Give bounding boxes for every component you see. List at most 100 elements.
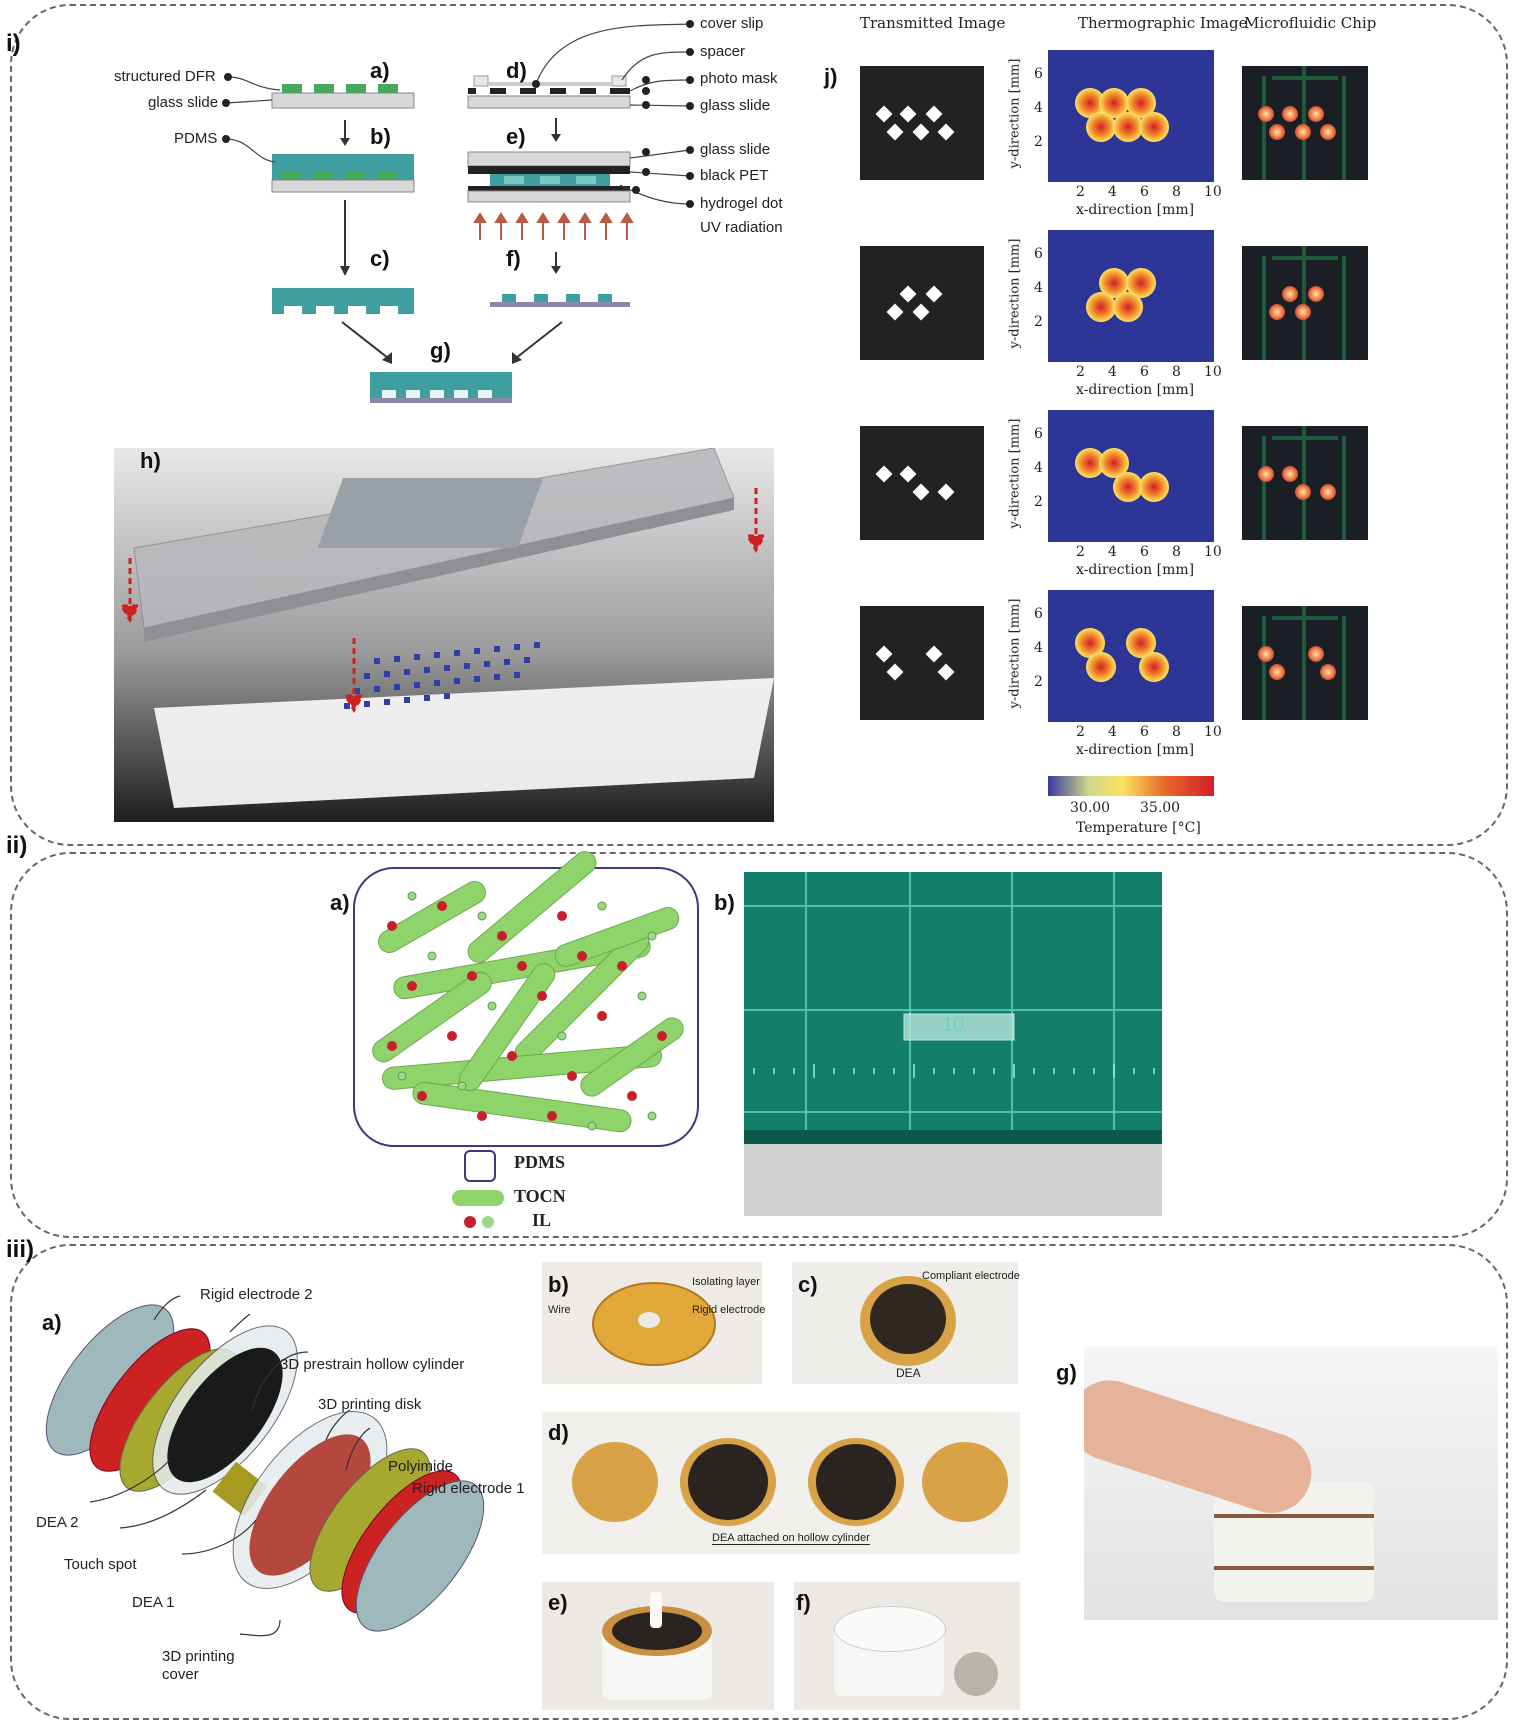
transmitted-spot: [937, 483, 955, 501]
callout-3d-printing: 3D printing: [162, 1648, 235, 1665]
y-tick-label: 4: [1034, 280, 1043, 296]
transmitted-spot: [925, 285, 943, 303]
x-tick-label: 6: [1140, 724, 1149, 740]
chip-hot-spot: [1258, 466, 1274, 482]
d-caption: DEA attached on hollow cylinder: [712, 1532, 870, 1545]
callout-spacer: spacer: [700, 43, 746, 60]
hot-spot: [1086, 292, 1117, 323]
chip-hot-spot: [1269, 124, 1286, 141]
callout-touch-spot: Touch spot: [64, 1556, 137, 1573]
x-axis-label: x-direction [mm]: [1076, 202, 1195, 218]
transmitted-spot: [937, 663, 955, 681]
x-axis-label: x-direction [mm]: [1076, 742, 1195, 758]
x-tick-label: 4: [1108, 544, 1117, 560]
col-header-transmitted: Transmitted Image: [860, 14, 1006, 32]
photo-e-assembly: [542, 1582, 774, 1710]
photo-d-dea-sequence: [542, 1412, 1020, 1554]
colorbar: [1048, 776, 1214, 796]
chip-hot-spot: [1320, 664, 1337, 681]
y-tick-label: 6: [1034, 246, 1043, 262]
hot-spot: [1139, 112, 1170, 143]
label-ii-b: b): [714, 890, 735, 915]
chip-hot-spot: [1258, 646, 1274, 662]
panel-i-label: i): [6, 30, 21, 57]
callout-rigid-electrode: Rigid electrode: [692, 1304, 766, 1316]
hot-spot: [1112, 472, 1143, 503]
x-axis-label: x-direction [mm]: [1076, 562, 1195, 578]
x-tick-label: 8: [1172, 364, 1181, 380]
panel-iii: [10, 1244, 1508, 1720]
panel-ii-label: ii): [6, 832, 28, 859]
x-tick-label: 2: [1076, 364, 1085, 380]
chip-hot-spot: [1294, 484, 1311, 501]
transmitted-image: [860, 246, 984, 360]
y-tick-label: 2: [1034, 134, 1043, 150]
transmitted-image: [860, 66, 984, 180]
x-axis-label: x-direction [mm]: [1076, 382, 1195, 398]
callout-rigid-electrode-1: Rigid electrode 1: [412, 1480, 525, 1497]
transmitted-spot: [925, 105, 943, 123]
colorbar-tick-30: 30.00: [1070, 800, 1111, 816]
x-tick-label: 10: [1204, 364, 1222, 380]
chip-hot-spot: [1258, 106, 1274, 122]
microfluidic-chip-image: [1242, 606, 1368, 720]
photo-c-dea: [792, 1262, 1018, 1384]
x-tick-label: 6: [1140, 544, 1149, 560]
callout-cover-slip: cover slip: [700, 15, 764, 32]
colorbar-label: Temperature [°C]: [1076, 820, 1201, 836]
x-tick-label: 6: [1140, 364, 1149, 380]
legend-il-cation: [464, 1216, 476, 1228]
callout-3d-printing-disk: 3D printing disk: [318, 1396, 422, 1413]
label-d: d): [506, 58, 527, 83]
legend-tocn-swatch: [452, 1190, 504, 1206]
thermographic-plot: [1048, 230, 1214, 362]
hot-spot: [1086, 112, 1117, 143]
device-on-cutting-mat-photo: 10: [744, 872, 1162, 1216]
chip-hot-spot: [1320, 484, 1337, 501]
chip-hot-spot: [1269, 664, 1286, 681]
hot-spot: [1112, 292, 1143, 323]
transmitted-spot: [875, 645, 893, 663]
x-tick-label: 4: [1108, 184, 1117, 200]
y-tick-label: 6: [1034, 426, 1043, 442]
callout-glass-slide-left: glass slide: [148, 94, 219, 111]
y-tick-label: 2: [1034, 494, 1043, 510]
x-tick-label: 10: [1204, 184, 1222, 200]
callout-rigid-electrode-2: Rigid electrode 2: [200, 1286, 313, 1303]
chip-hot-spot: [1282, 466, 1298, 482]
y-tick-label: 6: [1034, 66, 1043, 82]
label-iii-a: a): [42, 1310, 62, 1335]
tocn-network-schematic: [353, 851, 699, 1147]
transmitted-spot: [912, 483, 930, 501]
y-tick-label: 2: [1034, 314, 1043, 330]
transmitted-spot: [899, 465, 917, 483]
label-a: a): [370, 58, 390, 83]
transmitted-spot: [886, 123, 904, 141]
transmitted-spot: [912, 303, 930, 321]
callout-prestrain-cylinder: 3D prestrain hollow cylinder: [280, 1356, 465, 1373]
transmitted-spot: [899, 285, 917, 303]
transmitted-spot: [875, 105, 893, 123]
legend-il-label: IL: [532, 1210, 552, 1230]
photo-b-rigid-electrode: [542, 1262, 762, 1384]
col-header-thermographic: Thermographic Image: [1078, 14, 1248, 32]
hot-spot: [1139, 652, 1170, 683]
label-iii-e: e): [548, 1590, 568, 1615]
callout-photo-mask: photo mask: [700, 70, 778, 87]
transmitted-spot: [912, 123, 930, 141]
transmitted-image: [860, 606, 984, 720]
microfluidic-chip-image: [1242, 426, 1368, 540]
callout-hydrogel-dot: hydrogel dot: [700, 195, 783, 212]
thermographic-plot: [1048, 50, 1214, 182]
label-iii-f: f): [796, 1590, 811, 1615]
x-tick-label: 10: [1204, 724, 1222, 740]
thermographic-plot: [1048, 590, 1214, 722]
transmitted-spot: [899, 105, 917, 123]
callout-cover: cover: [162, 1666, 199, 1683]
callout-glass-slide-d: glass slide: [700, 97, 771, 114]
colorbar-tick-35: 35.00: [1140, 800, 1181, 816]
panel-ii: [10, 852, 1508, 1238]
y-axis-label: y-direction [mm]: [1007, 598, 1023, 709]
y-tick-label: 2: [1034, 674, 1043, 690]
label-iii-c: c): [798, 1272, 818, 1297]
